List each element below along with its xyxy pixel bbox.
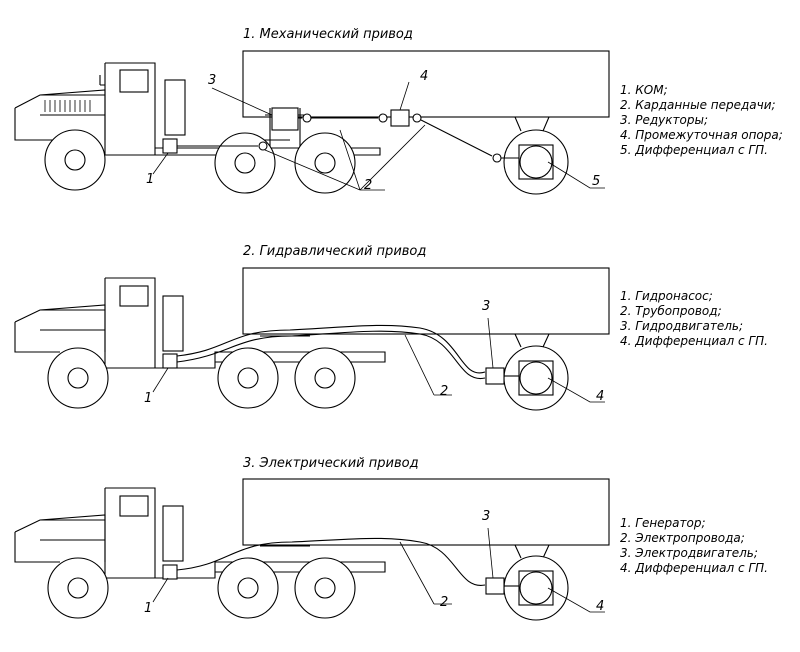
section-hydraulic: 2. Гидравлический привод <box>14 244 768 411</box>
legend-item: 2. Карданные передачи; <box>620 98 776 112</box>
callout-3: 3 <box>482 509 490 524</box>
pto-box <box>162 138 178 154</box>
legend-electric: 1. Генератор; 2. Электропровода; 3. Элек… <box>620 516 768 575</box>
trailer-wheel <box>503 129 569 195</box>
reducer-box <box>271 107 299 131</box>
electric-drive <box>162 537 519 595</box>
generator-box <box>162 564 178 580</box>
section-title: 2. Гидравлический привод <box>243 244 426 259</box>
legend-item: 3. Редукторы; <box>620 113 708 127</box>
mech-drive <box>162 107 519 163</box>
trailer-wheel <box>503 345 569 411</box>
leaders <box>152 81 605 191</box>
support-box <box>390 109 410 127</box>
motor-box <box>485 367 505 385</box>
legend-item: 1. Гидронасос; <box>620 289 713 303</box>
leaders <box>152 527 605 613</box>
callout-3: 3 <box>482 299 490 314</box>
legend-item: 4. Дифференциал с ГП. <box>620 561 768 575</box>
trailer-support <box>514 116 550 132</box>
callout-2: 2 <box>440 384 448 399</box>
legend-item: 3. Электродвигатель; <box>620 546 758 560</box>
trailer-body <box>242 478 610 546</box>
legend-item: 1. КОМ; <box>620 83 668 97</box>
callout-3: 3 <box>208 73 216 88</box>
callout-1: 1 <box>146 172 154 187</box>
truck <box>14 62 381 194</box>
trailer-support <box>514 333 550 348</box>
pump-box <box>162 353 178 369</box>
legend-item: 5. Дифференциал с ГП. <box>620 143 768 157</box>
callout-1: 1 <box>144 391 152 406</box>
callout-4: 4 <box>596 599 604 614</box>
legend-mechanical: 1. КОМ; 2. Карданные передачи; 3. Редукт… <box>620 83 783 157</box>
truck <box>14 277 386 409</box>
legend-item: 2. Электропровода; <box>620 531 745 545</box>
legend-item: 1. Генератор; <box>620 516 706 530</box>
section-title: 3. Электрический привод <box>243 456 419 471</box>
section-electric: 3. Электрический привод <box>14 456 768 621</box>
section-title: 1. Механический привод <box>243 27 413 42</box>
legend-item: 4. Дифференциал с ГП. <box>620 334 768 348</box>
trailer-body <box>242 267 610 335</box>
trailer-body <box>242 50 610 118</box>
legend-hydraulic: 1. Гидронасос; 2. Трубопровод; 3. Гидрод… <box>620 289 768 348</box>
truck <box>14 487 386 619</box>
leaders <box>152 317 605 403</box>
legend-item: 4. Промежуточная опора; <box>620 128 783 142</box>
hydraulic-drive <box>162 324 519 385</box>
callout-2: 2 <box>440 595 448 610</box>
legend-item: 3. Гидродвигатель; <box>620 319 743 333</box>
callout-5: 5 <box>592 174 600 189</box>
motor-box <box>485 577 505 595</box>
section-mechanical: 1. Механический привод <box>14 27 783 195</box>
callout-4: 4 <box>420 69 428 84</box>
legend-item: 2. Трубопровод; <box>620 304 722 318</box>
callout-4: 4 <box>596 389 604 404</box>
callout-1: 1 <box>144 601 152 616</box>
trailer-support <box>514 544 550 559</box>
callout-2: 2 <box>364 178 372 193</box>
trailer-wheel <box>503 555 569 621</box>
